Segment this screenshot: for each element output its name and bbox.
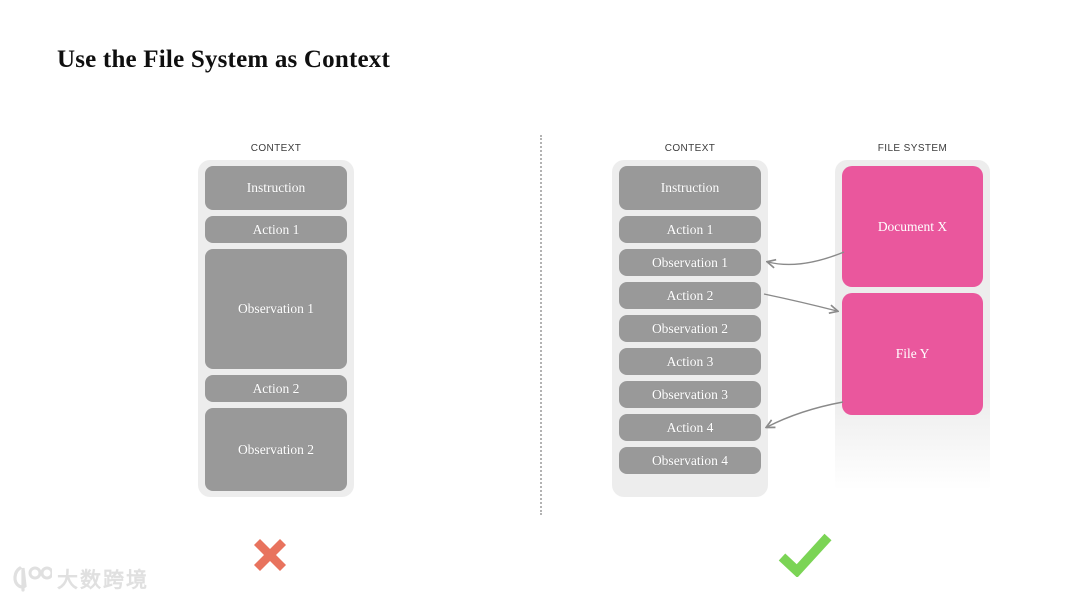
- right-box-observation-1: Observation 1: [619, 249, 761, 276]
- left-box-action-2: Action 2: [205, 375, 347, 402]
- left-context-panel: Instruction Action 1 Observation 1 Actio…: [198, 160, 354, 497]
- right-box-action-1: Action 1: [619, 216, 761, 243]
- left-box-observation-2: Observation 2: [205, 408, 347, 491]
- right-context-panel: Instruction Action 1 Observation 1 Actio…: [612, 160, 768, 497]
- watermark-logo-icon: [13, 566, 52, 592]
- right-box-observation-4: Observation 4: [619, 447, 761, 474]
- left-box-observation-1: Observation 1: [205, 249, 347, 369]
- check-mark-icon: [778, 533, 832, 577]
- file-system-panel: Document X File Y: [835, 160, 990, 497]
- page-title: Use the File System as Context: [57, 46, 391, 73]
- right-context-header: CONTEXT: [664, 143, 716, 154]
- right-box-action-2: Action 2: [619, 282, 761, 309]
- left-context-header: CONTEXT: [250, 143, 302, 154]
- vertical-dotted-divider: [540, 135, 542, 515]
- arrow-file-y-to-action-4: [767, 401, 844, 427]
- file-system-box-file-y: File Y: [842, 293, 983, 415]
- right-box-action-4: Action 4: [619, 414, 761, 441]
- watermark: 大数跨境: [10, 564, 149, 594]
- watermark-text: 大数跨境: [57, 569, 149, 592]
- right-box-observation-3: Observation 3: [619, 381, 761, 408]
- arrow-document-x-to-observation-1: [768, 251, 845, 264]
- arrow-action-2-to-file-y: [763, 293, 837, 311]
- file-system-header: FILE SYSTEM: [877, 143, 948, 154]
- x-mark-icon: [253, 538, 287, 572]
- right-box-action-3: Action 3: [619, 348, 761, 375]
- right-box-instruction: Instruction: [619, 166, 761, 210]
- file-system-box-document-x: Document X: [842, 166, 983, 287]
- left-box-instruction: Instruction: [205, 166, 347, 210]
- left-box-action-1: Action 1: [205, 216, 347, 243]
- right-box-observation-2: Observation 2: [619, 315, 761, 342]
